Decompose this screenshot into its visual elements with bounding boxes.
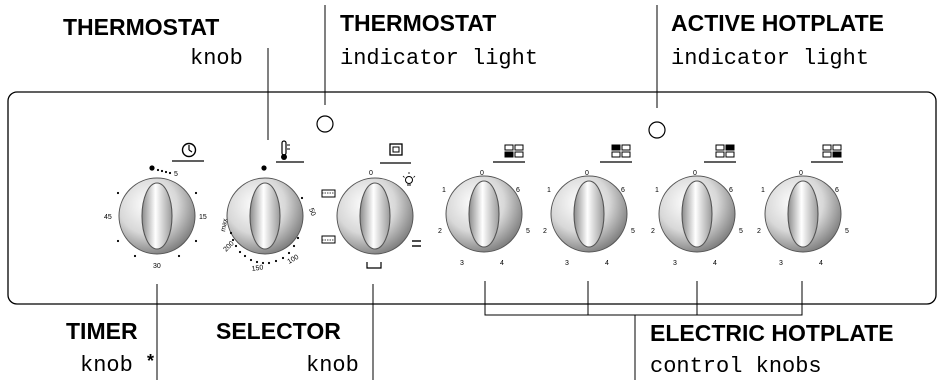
active-hotplate-indicator-light <box>648 121 666 139</box>
selector-knob[interactable] <box>336 177 414 255</box>
hotplate-rear-right-icon <box>704 144 736 163</box>
defrost-icon <box>412 240 421 247</box>
timer-knob-title: TIMER <box>66 318 138 344</box>
selector-label-0: 0 <box>369 170 373 177</box>
hotplate-4-label-6: 6 <box>835 187 839 194</box>
hotplate-2-label-0: 0 <box>585 170 589 177</box>
lamp-icon <box>402 172 416 186</box>
timer-label-45: 45 <box>104 214 112 221</box>
thermostat-light-title: THERMOSTAT <box>340 10 497 36</box>
hotplate-2-scale: 0 1 6 2 5 3 4 <box>543 170 635 267</box>
timer-label-5: 5 <box>174 171 178 178</box>
hotplate-knob-1[interactable] <box>445 175 523 253</box>
timer-knob[interactable] <box>118 177 196 255</box>
thermostat-label-100: 100 <box>287 254 301 266</box>
hotplate-1-label-5: 5 <box>526 228 530 235</box>
hotplate-2-label-1: 1 <box>547 187 551 194</box>
selector-knob-title: SELECTOR <box>216 318 341 344</box>
leader-hotplate-bracket <box>484 281 803 316</box>
timer-label-15: 15 <box>199 214 207 221</box>
oven-icon <box>380 143 411 164</box>
hotplate-4-label-4: 4 <box>819 260 823 267</box>
timer-scale-dots <box>116 168 198 258</box>
thermostat-scale-dots <box>229 196 304 265</box>
hotplate-front-left-icon <box>493 144 525 163</box>
clock-icon <box>172 142 204 162</box>
thermostat-label-50: 50 <box>307 207 316 217</box>
hotplate-1-label-3: 3 <box>460 260 464 267</box>
timer-knob-sub: knob <box>80 353 133 378</box>
hotplate-3-label-1: 1 <box>655 187 659 194</box>
thermostat-off-dot <box>261 165 267 171</box>
hotplate-3-label-5: 5 <box>739 228 743 235</box>
hotplate-1-label-6: 6 <box>516 187 520 194</box>
hotplate-4-label-3: 3 <box>779 260 783 267</box>
thermostat-knob[interactable] <box>226 177 304 255</box>
hotplate-knob-2[interactable] <box>550 175 628 253</box>
hotplate-rear-left-icon <box>600 144 632 163</box>
selector-knob-sub: knob <box>306 353 359 378</box>
thermostat-label-150: 150 <box>251 264 264 273</box>
hotplate-3-label-0: 0 <box>693 170 697 177</box>
hotplate-1-label-0: 0 <box>480 170 484 177</box>
timer-label-30: 30 <box>153 263 161 270</box>
thermostat-knob-sub: knob <box>190 46 243 71</box>
hotplate-1-label-4: 4 <box>500 260 504 267</box>
hotplate-1-label-2: 2 <box>438 228 442 235</box>
bottom-heat-icon <box>321 235 336 244</box>
hotplate-knob-4[interactable] <box>764 175 842 253</box>
hotplate-4-label-0: 0 <box>799 170 803 177</box>
thermometer-icon <box>276 140 304 163</box>
timer-start-dot <box>149 165 155 171</box>
hotplate-2-label-4: 4 <box>605 260 609 267</box>
hotplate-3-scale: 0 1 6 2 5 3 4 <box>651 170 743 267</box>
bottom-element-icon <box>366 262 382 269</box>
hotplate-4-label-5: 5 <box>845 228 849 235</box>
electric-hotplate-title: ELECTRIC HOTPLATE <box>650 320 894 346</box>
hotplate-front-right-icon <box>811 144 843 163</box>
timer-asterisk: * <box>147 351 155 371</box>
electric-hotplate-sub: control knobs <box>650 354 822 379</box>
active-hotplate-light-sub: indicator light <box>671 46 870 71</box>
hotplate-2-label-3: 3 <box>565 260 569 267</box>
hotplate-3-label-6: 6 <box>729 187 733 194</box>
thermostat-light-sub: indicator light <box>340 46 539 71</box>
hotplate-3-label-4: 4 <box>713 260 717 267</box>
hotplate-4-scale: 0 1 6 2 5 3 4 <box>757 170 849 267</box>
hotplate-4-label-2: 2 <box>757 228 761 235</box>
thermostat-label-max: max <box>220 218 229 233</box>
thermostat-knob-title: THERMOSTAT <box>63 14 220 40</box>
hotplate-2-label-6: 6 <box>621 187 625 194</box>
hotplate-3-label-3: 3 <box>673 260 677 267</box>
top-bottom-heat-icon <box>321 189 336 198</box>
active-hotplate-light-title: ACTIVE HOTPLATE <box>671 10 884 36</box>
hotplate-3-label-2: 2 <box>651 228 655 235</box>
hotplate-knob-3[interactable] <box>658 175 736 253</box>
thermostat-indicator-light <box>316 115 334 133</box>
hotplate-1-scale: 0 1 6 2 5 3 4 <box>438 170 530 267</box>
hotplate-4-label-1: 1 <box>761 187 765 194</box>
hotplate-1-label-1: 1 <box>442 187 446 194</box>
hotplate-2-label-2: 2 <box>543 228 547 235</box>
hotplate-2-label-5: 5 <box>631 228 635 235</box>
